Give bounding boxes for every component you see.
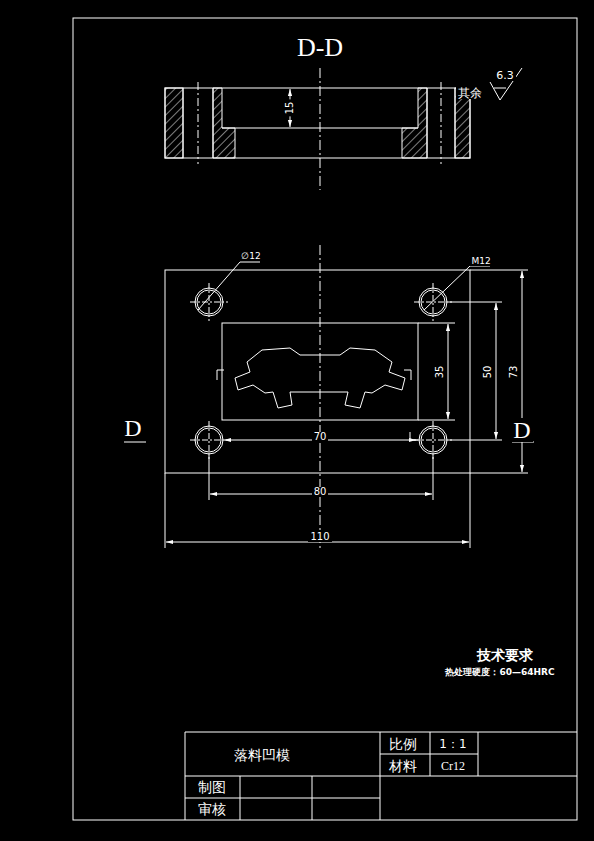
note-text: 热处理硬度：60—64HRC [443,668,556,677]
dimension: 35 [435,364,445,381]
dimension: 110 [308,532,331,542]
table-cell: 制图 [196,780,228,794]
table-cell: Cr12 [439,760,467,772]
notes-heading: 技术要求 [475,648,535,662]
dimension: 50 [483,364,493,381]
dimension: 70 [312,432,329,442]
dimension: 80 [312,487,329,497]
table-cell: 审核 [196,802,228,816]
section-title: D-D [295,35,345,61]
title-block [185,732,577,820]
surface-note: 其余 [456,87,484,99]
roughness-symbol [490,68,522,100]
sheet-border [73,18,577,820]
blank-profile [235,348,405,408]
table-cell: 材料 [387,759,419,773]
section-mark: D [122,416,143,440]
dimension: 15 [285,100,295,117]
table-cell: 比例 [387,737,419,751]
hole-callout: M12 [469,257,492,266]
plan-view [124,245,534,548]
dimension: 73 [509,364,519,381]
hole-callout: ∅12 [239,252,262,261]
roughness-value: 6.3 [494,70,516,81]
section-view [165,68,470,190]
part-name: 落料凹模 [232,748,292,762]
table-cell: 1：1 [437,738,468,750]
section-mark: D [511,418,532,442]
